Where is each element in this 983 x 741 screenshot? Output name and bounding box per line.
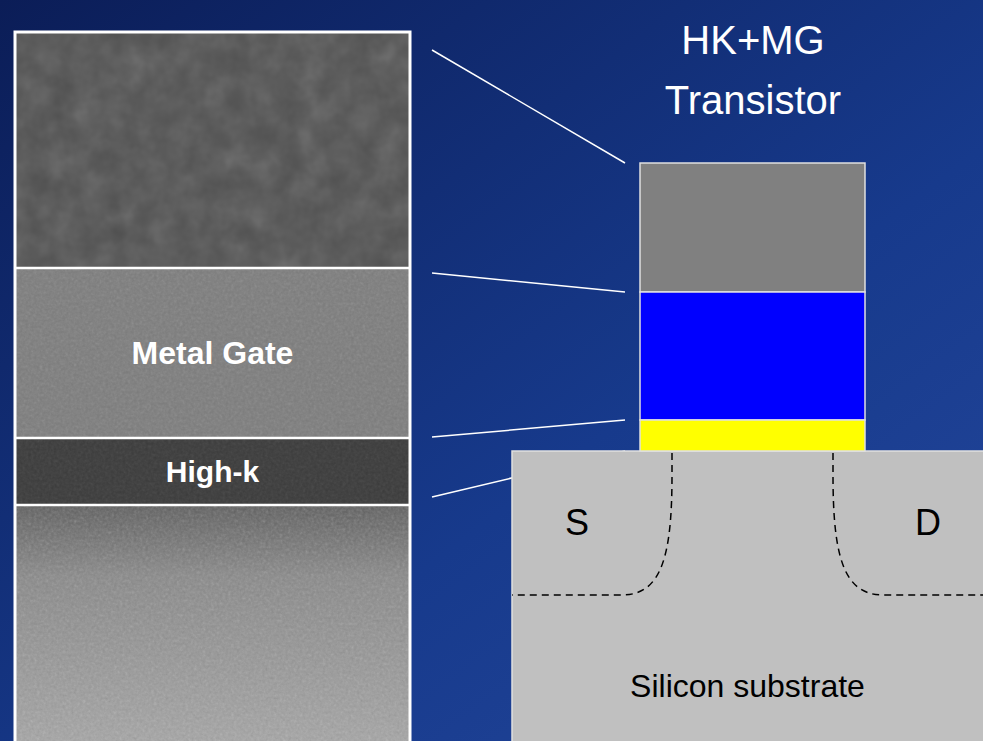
tem-band: Metal Gate <box>15 268 410 438</box>
gate-cap <box>640 163 865 292</box>
metal-gate-layer <box>640 292 865 420</box>
high-k-layer <box>640 420 865 451</box>
title: HK+MG Transistor <box>603 10 903 130</box>
drain-region: D <box>873 451 983 595</box>
source-region: S <box>512 451 642 595</box>
node-label: Metal Gate <box>132 334 294 372</box>
substrate <box>512 451 983 741</box>
substrate-region: Silicon substrate S D <box>512 451 983 741</box>
junction-lines <box>512 453 983 595</box>
node-label: S <box>565 501 589 544</box>
node-label: High-k <box>166 454 259 490</box>
tem-band: High-k <box>15 438 410 505</box>
leader-lines <box>432 50 625 497</box>
node-label: Silicon substrate <box>630 667 865 705</box>
tem-image <box>15 32 410 741</box>
node-label: D <box>915 501 941 544</box>
